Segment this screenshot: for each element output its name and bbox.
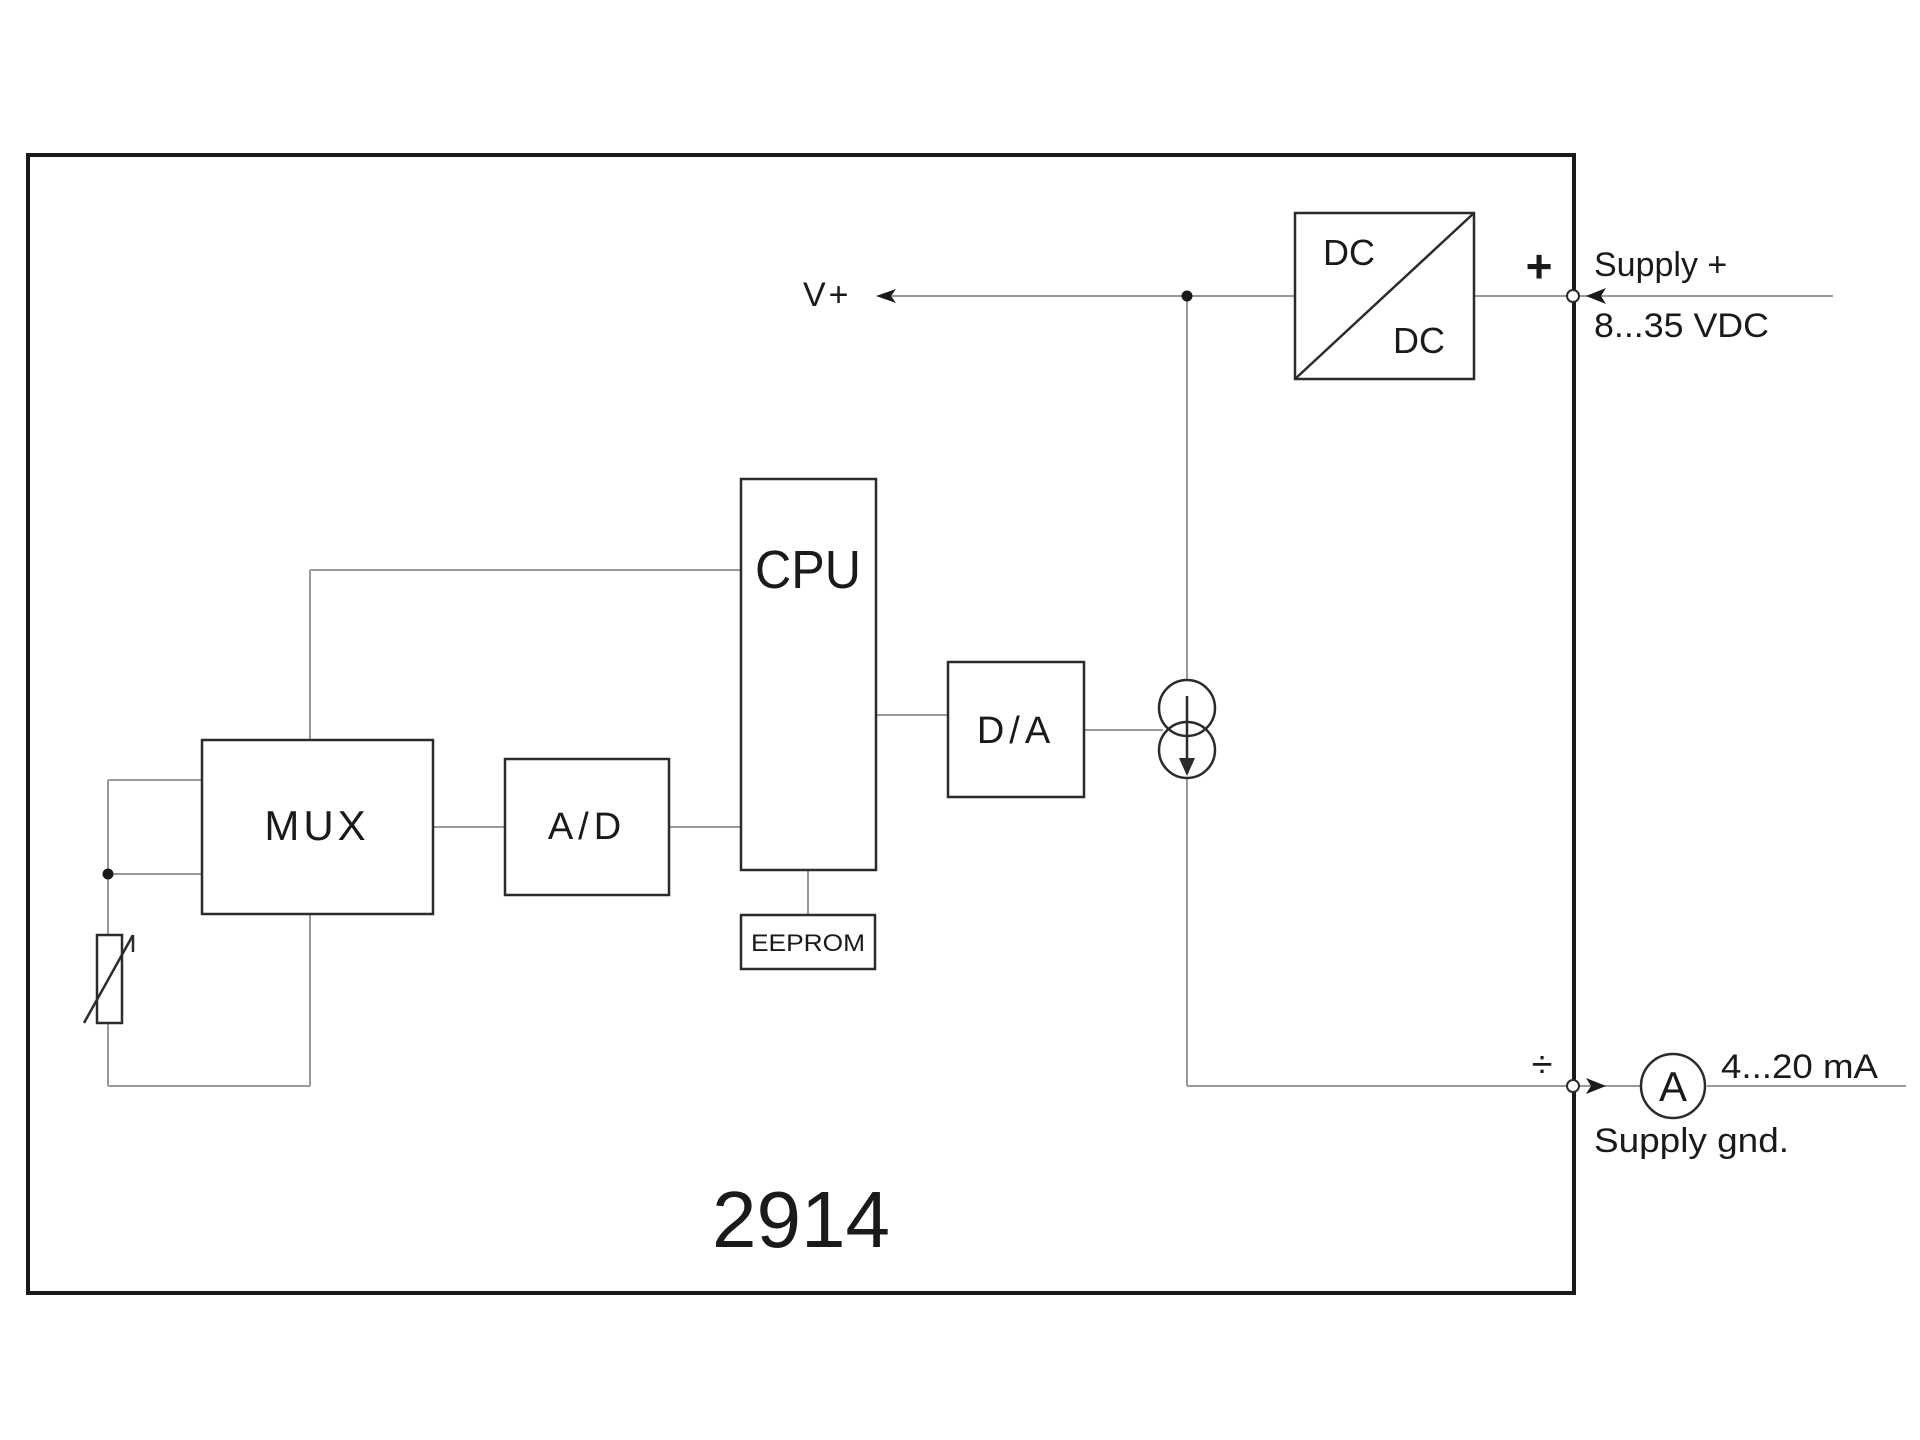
mux-block: MUX — [200, 738, 435, 916]
da-block: D/A — [946, 660, 1086, 799]
terminal-supply-gnd — [1566, 1079, 1580, 1093]
da-label: D/A — [977, 710, 1055, 752]
ad-block: A/D — [503, 757, 671, 897]
vplus-label: V+ — [803, 276, 852, 314]
thermistor-sensor-icon — [82, 933, 135, 1025]
ad-label: A/D — [548, 806, 626, 848]
dc-dc-converter: DC DC — [1293, 211, 1476, 381]
module-number: 2914 — [712, 1175, 890, 1264]
dc-output-label: DC — [1393, 320, 1445, 361]
arrow-left-icon — [876, 289, 896, 303]
ammeter-label: A — [1659, 1063, 1687, 1110]
module-frame — [26, 153, 1576, 1295]
mux-label: MUX — [264, 802, 369, 849]
dc-input-label: DC — [1323, 232, 1375, 273]
ammeter-icon: A — [1639, 1052, 1707, 1120]
wires — [107, 295, 1906, 1087]
arrow-right-icon — [1586, 1078, 1606, 1094]
supply-range-label: 8...35 VDC — [1594, 307, 1769, 345]
cpu-label: CPU — [755, 540, 861, 600]
terminal-supply-plus — [1566, 289, 1580, 303]
minus-terminal-symbol: ÷ — [1532, 1044, 1553, 1086]
plus-terminal-symbol: + — [1526, 240, 1553, 292]
eeprom-block: EEPROM — [739, 913, 877, 971]
eeprom-label: EEPROM — [751, 930, 865, 957]
output-range-label: 4...20 mA — [1721, 1048, 1878, 1086]
cpu-block: CPU — [739, 477, 878, 872]
junction-dot — [1181, 290, 1193, 302]
junction-dot — [102, 868, 114, 880]
supply-gnd-label: Supply gnd. — [1594, 1122, 1789, 1160]
arrow-left-icon — [1586, 288, 1606, 304]
supply-plus-label: Supply + — [1594, 246, 1727, 284]
current-source-icon — [1157, 678, 1217, 780]
